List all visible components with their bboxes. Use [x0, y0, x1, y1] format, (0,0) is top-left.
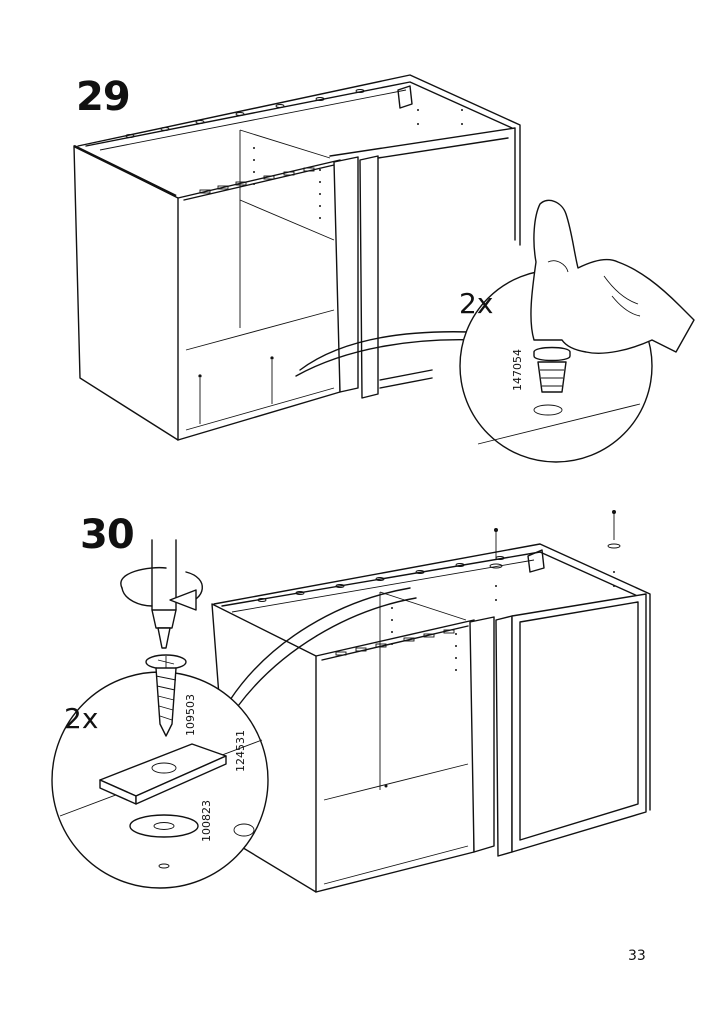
quantity-label: 2x — [64, 702, 99, 735]
part-number-washer: 100823 — [200, 800, 213, 842]
step-29-cabinet-illustration — [73, 74, 695, 463]
part-number-screw: 109503 — [184, 694, 197, 736]
step-number: 29 — [76, 74, 131, 120]
step-number: 30 — [80, 512, 135, 558]
quantity-label: 2x — [459, 287, 494, 320]
step-30-cabinet-illustration — [51, 510, 651, 893]
part-number-plate: 124531 — [234, 730, 247, 772]
page-number: 33 — [628, 948, 646, 964]
